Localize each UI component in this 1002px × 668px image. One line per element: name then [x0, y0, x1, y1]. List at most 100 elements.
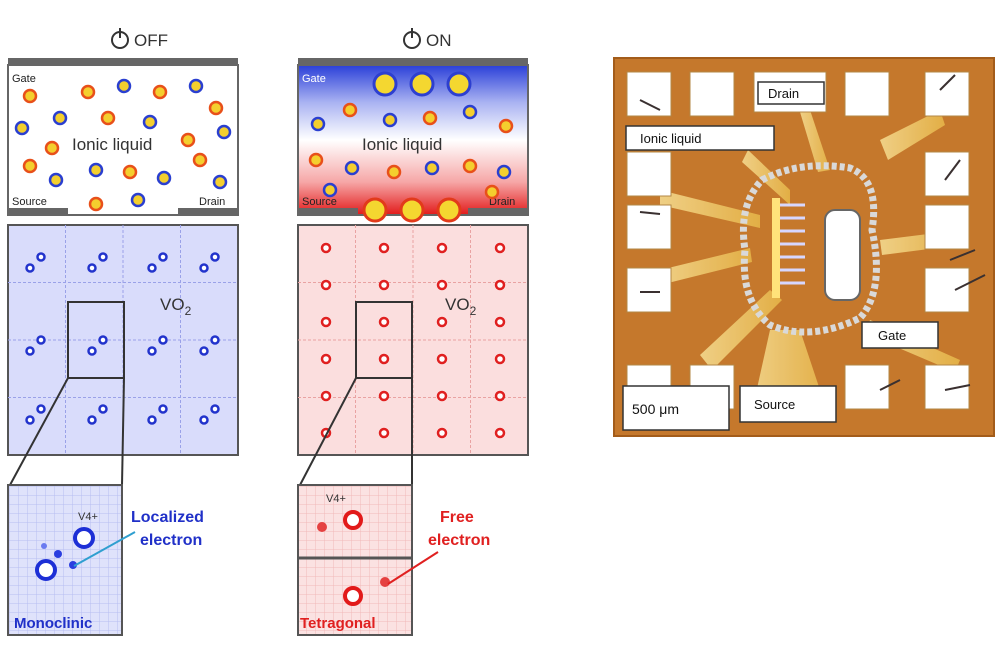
vanadium-atom [98, 404, 108, 414]
vanadium-atom [436, 279, 448, 291]
vanadium-atom [494, 390, 506, 402]
off-header-label: OFF [134, 31, 168, 50]
anion [48, 172, 64, 188]
vanadium-atom [87, 346, 97, 356]
off-gate-label: Gate [12, 73, 36, 85]
anion [188, 78, 204, 94]
cation [152, 84, 168, 100]
vanadium-atom-large [343, 510, 363, 530]
vanadium-atom-large [73, 527, 95, 549]
vanadium-atom [494, 353, 506, 365]
on-panel: ON Gate Ionic liquid Source Drain [297, 28, 529, 636]
off-zoom-line-right [121, 377, 125, 486]
cation [484, 184, 500, 200]
vanadium-atom [87, 415, 97, 425]
gate-double-layer [372, 71, 472, 97]
anion [382, 112, 398, 128]
vanadium-atom [436, 353, 448, 365]
anion [116, 78, 132, 94]
vanadium-atom [36, 335, 46, 345]
off-inset: V4+ Monoclinic [7, 484, 123, 636]
photo-ionic-liquid-label: Ionic liquid [640, 131, 701, 146]
on-header: ON [403, 28, 452, 50]
localized-electron [41, 543, 47, 549]
off-callout-line2: electron [140, 532, 202, 549]
cation [22, 88, 38, 104]
vanadium-atom-large [35, 559, 57, 581]
vanadium-atom [210, 252, 220, 262]
vanadium-atom [98, 252, 108, 262]
on-drain-label: Drain [489, 196, 515, 208]
wire-bonds [639, 74, 986, 391]
photo-drain-label: Drain [768, 86, 799, 101]
vanadium-atom [199, 263, 209, 273]
vanadium-atom [494, 279, 506, 291]
on-inset: V4+ Tetragonal [297, 484, 413, 636]
on-vanadium-atoms [320, 242, 506, 439]
vanadium-atom [494, 242, 506, 254]
cation [180, 132, 196, 148]
device-photo: Drain Ionic liquid Gate 500 μm Source [613, 57, 995, 437]
anion [496, 164, 512, 180]
on-callout-line1: Free [440, 509, 474, 526]
vanadium-atom [158, 252, 168, 262]
vanadium-atom [25, 346, 35, 356]
vanadium-atom [199, 346, 209, 356]
localized-electron [69, 561, 77, 569]
anion [216, 124, 232, 140]
vanadium-atom [158, 404, 168, 414]
cation [498, 118, 514, 134]
anion [142, 114, 158, 130]
vanadium-atom [87, 263, 97, 273]
off-inset-atom-label: V4+ [78, 511, 98, 523]
anion [344, 160, 360, 176]
cation [342, 102, 358, 118]
cation [308, 152, 324, 168]
vanadium-atom [320, 242, 332, 254]
vanadium-atom [378, 353, 390, 365]
anion [212, 174, 228, 190]
vanadium-atom [494, 427, 506, 439]
cation [422, 110, 438, 126]
vanadium-atom [36, 252, 46, 262]
vanadium-atom [436, 316, 448, 328]
off-inset-phase-label: Monoclinic [14, 615, 92, 632]
vanadium-atom [98, 335, 108, 345]
cation [208, 100, 224, 116]
on-header-label: ON [426, 31, 452, 50]
anion [424, 160, 440, 176]
vanadium-atom [378, 390, 390, 402]
vanadium-atom [320, 390, 332, 402]
on-liquid-chamber: Gate Ionic liquid Source Drain [297, 58, 529, 223]
ionic-liquid-droplet [739, 162, 880, 336]
on-crystal-label: VO2 [445, 295, 477, 318]
vanadium-atom [147, 263, 157, 273]
vanadium-atom [210, 404, 220, 414]
anion [310, 116, 326, 132]
off-source-label: Source [12, 196, 47, 208]
anion [322, 182, 338, 198]
vanadium-atom [25, 263, 35, 273]
off-unit-cell-box [67, 301, 125, 379]
cation [386, 164, 402, 180]
vanadium-atom [147, 346, 157, 356]
anion [52, 110, 68, 126]
vanadium-atom [436, 390, 448, 402]
vanadium-atom [378, 279, 390, 291]
vanadium-atom [436, 242, 448, 254]
vanadium-atom-large [343, 586, 363, 606]
vanadium-atom [320, 316, 332, 328]
anion [130, 192, 146, 208]
vanadium-atom [436, 427, 448, 439]
on-zoom-line-left [299, 377, 357, 486]
vanadium-atom [320, 353, 332, 365]
off-ions [14, 78, 232, 212]
off-vanadium-atoms [25, 252, 220, 425]
off-liquid-label: Ionic liquid [72, 135, 152, 154]
vanadium-atom [25, 415, 35, 425]
cation [22, 158, 38, 174]
off-liquid-chamber: Gate Ionic liquid Source Drain [7, 58, 239, 216]
on-callout-line2: electron [428, 532, 490, 549]
cation [462, 158, 478, 174]
off-callout-line1: Localized [131, 509, 204, 526]
